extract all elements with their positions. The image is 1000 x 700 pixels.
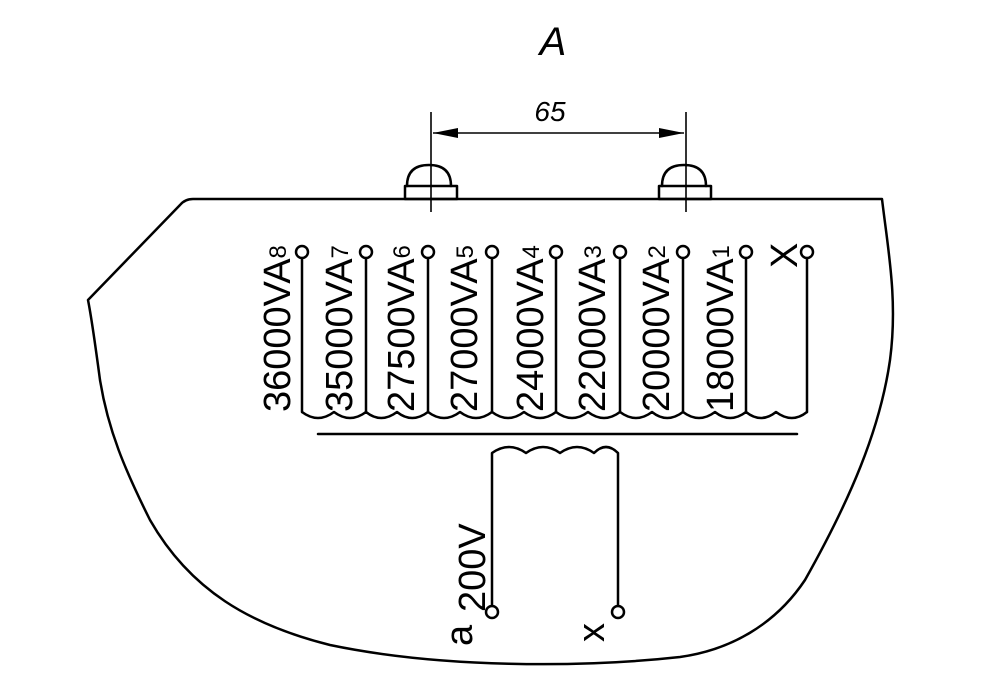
tap-label-a1: 18000VA1 (700, 245, 742, 412)
primary-terminals (294, 244, 815, 414)
dimension-value: 65 (534, 96, 566, 127)
secondary-start-label: a (439, 624, 481, 646)
tap-label-x: X (764, 243, 806, 268)
tap-label-a8: 36000VA8 (257, 245, 299, 412)
secondary-voltage-label: 200V (452, 523, 494, 612)
mounting-stud-left (403, 163, 459, 201)
primary-winding (301, 410, 808, 420)
terminal-a2 (675, 244, 691, 260)
terminal-a5 (484, 244, 500, 260)
tap-label-a3: 22000VA3 (572, 245, 614, 412)
terminal-a6 (420, 244, 436, 260)
terminal-a1 (738, 244, 754, 260)
primary-tap-labels: 36000VA8 35000VA7 27500VA6 27000VA5 2400… (257, 243, 806, 412)
plate-outline (86, 197, 895, 666)
tap-label-a6: 27500VA6 (381, 245, 423, 412)
tap-label-a7: 35000VA7 (319, 245, 361, 412)
tap-label-a2: 20000VA2 (636, 245, 678, 412)
terminal-x-secondary (610, 604, 626, 620)
terminal-x-primary (799, 244, 815, 260)
terminal-a8 (294, 244, 310, 260)
terminal-a4 (548, 244, 564, 260)
terminal-a3 (612, 244, 628, 260)
tap-label-a5: 27000VA5 (444, 245, 486, 412)
mounting-stud-right (657, 163, 713, 201)
tap-label-a4: 24000VA4 (510, 245, 552, 412)
secondary-end-label: x (571, 623, 613, 642)
dimension-65: 65 (430, 96, 687, 212)
terminal-a7 (358, 244, 374, 260)
terminal-a-secondary (484, 604, 500, 620)
view-label: A (538, 20, 567, 64)
secondary-winding (490, 445, 620, 612)
